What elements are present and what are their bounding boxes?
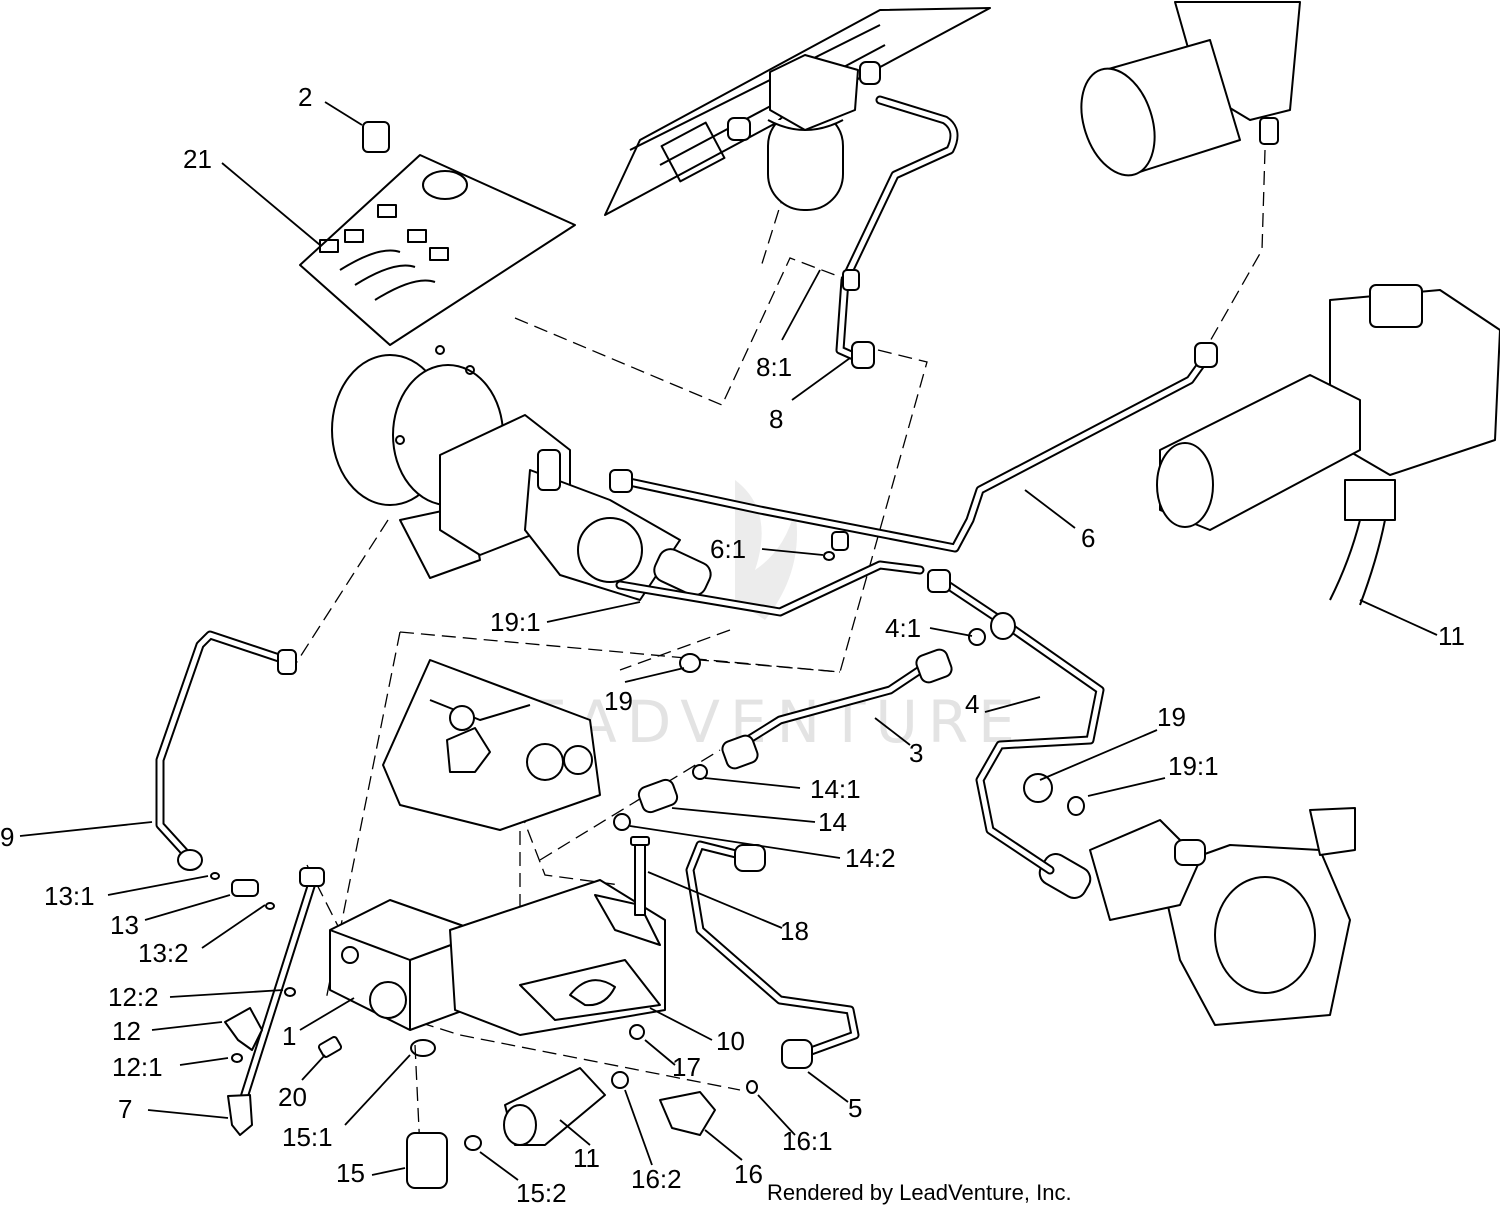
callout-18: 18: [780, 916, 809, 946]
callout-14-2: 14:2: [845, 843, 896, 873]
callout-15-2: 15:2: [516, 1178, 567, 1208]
callout-8-1: 8:1: [756, 352, 792, 382]
render-credit: Rendered by LeadVenture, Inc.: [767, 1180, 1072, 1205]
knob: [362, 121, 390, 153]
callout-1: 1: [282, 1021, 296, 1051]
valve-bracket: [382, 659, 601, 831]
callout-7: 7: [118, 1094, 132, 1124]
callout-11-bottom: 11: [573, 1143, 600, 1173]
callout-11-right: 11: [1438, 621, 1465, 651]
callout-13-1: 13:1: [44, 881, 95, 911]
callout-10: 10: [716, 1026, 745, 1056]
callout-13: 13: [110, 910, 139, 940]
wheel-motor-assembly: [331, 345, 712, 601]
callout-9: 9: [0, 822, 14, 852]
hydraulic-cylinder-top-right: [1080, 1, 1301, 177]
wheel-motor-right: [1038, 807, 1356, 1026]
callout-4: 4: [965, 689, 979, 719]
callout-5: 5: [848, 1093, 862, 1123]
callout-4-1: 4:1: [885, 613, 921, 643]
callout-2: 2: [298, 82, 312, 112]
callout-16-2: 16:2: [631, 1164, 682, 1194]
hydraulic-tubes: [155, 95, 1215, 1115]
callout-17: 17: [672, 1052, 701, 1082]
hydraulic-pump-right: [1156, 284, 1500, 606]
callout-19-upper: 19: [604, 686, 633, 716]
callout-19-right: 19: [1157, 702, 1186, 732]
callout-8: 8: [769, 404, 783, 434]
callout-13-2: 13:2: [138, 938, 189, 968]
callout-labels: 2 21 8:1 8 6 6:1 11 19:1 4:1 19 4 19 3 1…: [0, 82, 1465, 1208]
callout-16-1: 16:1: [782, 1126, 833, 1156]
callout-15: 15: [336, 1158, 365, 1188]
callout-19-1-right: 19:1: [1168, 751, 1219, 781]
leader-lines: [19, 101, 1438, 1181]
callout-20: 20: [278, 1082, 307, 1112]
callout-12: 12: [112, 1016, 141, 1046]
callout-3: 3: [909, 738, 923, 768]
callout-14: 14: [818, 807, 847, 837]
callout-6-1: 6:1: [710, 534, 746, 564]
callout-14-1: 14:1: [810, 774, 861, 804]
callout-19-1-upper: 19:1: [490, 607, 541, 637]
callout-12-2: 12:2: [108, 982, 159, 1012]
mounting-bracket: [449, 879, 666, 1036]
callout-6: 6: [1081, 523, 1095, 553]
callout-21: 21: [183, 144, 212, 174]
callout-15-1: 15:1: [282, 1122, 333, 1152]
fittings: [177, 269, 1218, 1189]
callout-12-1: 12:1: [112, 1052, 163, 1082]
control-plate: [299, 154, 576, 346]
callout-16: 16: [734, 1159, 763, 1189]
frame-rail-with-filter: [604, 7, 991, 216]
